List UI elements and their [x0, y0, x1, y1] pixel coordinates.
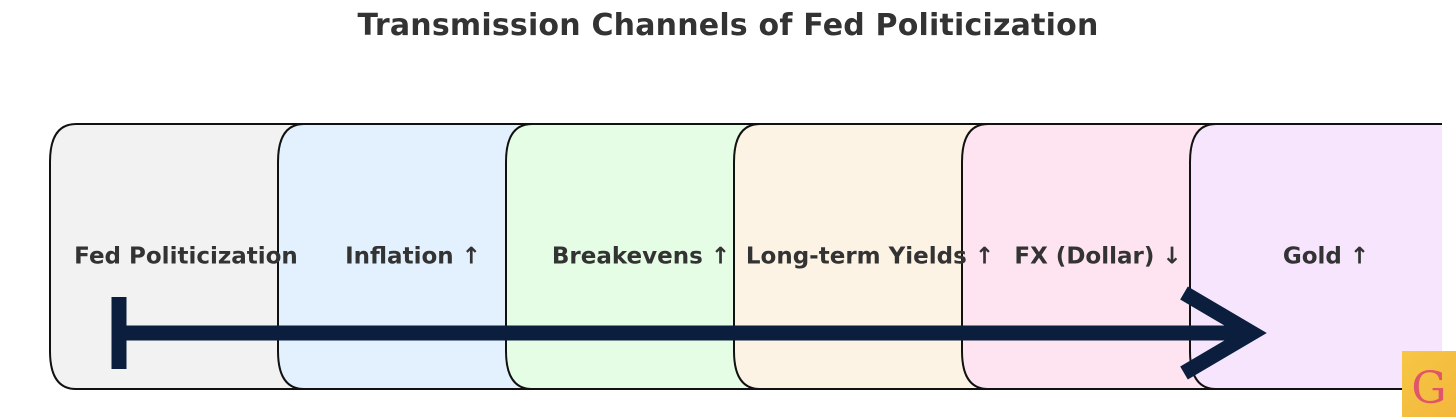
stage-label-2: Inflation ↑ [345, 244, 481, 270]
stage-shape-3 [505, 123, 761, 390]
stage-label-3: Breakevens ↑ [552, 244, 730, 270]
stage-label-4: Long-term Yields ↑ [746, 244, 994, 270]
stage-label-5: FX (Dollar) ↓ [1014, 244, 1181, 270]
stage-shape-2 [277, 123, 533, 390]
stage-group: Fed Politicization Inflation ↑ Breakevens … [49, 123, 1442, 390]
stage-shape-5 [961, 123, 1217, 390]
stage-shape-4 [733, 123, 989, 390]
logo-badge: G [1402, 351, 1456, 417]
stage-shape-6 [1189, 123, 1442, 390]
arrow-head [1180, 286, 1267, 380]
transmission-arrow [111, 286, 1267, 380]
stage-label-6: Gold ↑ [1283, 244, 1369, 270]
stage-label-1: Fed Politicization [74, 244, 298, 270]
diagram-title: Transmission Channels of Fed Politicizat… [357, 8, 1099, 43]
logo-letter: G [1411, 363, 1447, 414]
